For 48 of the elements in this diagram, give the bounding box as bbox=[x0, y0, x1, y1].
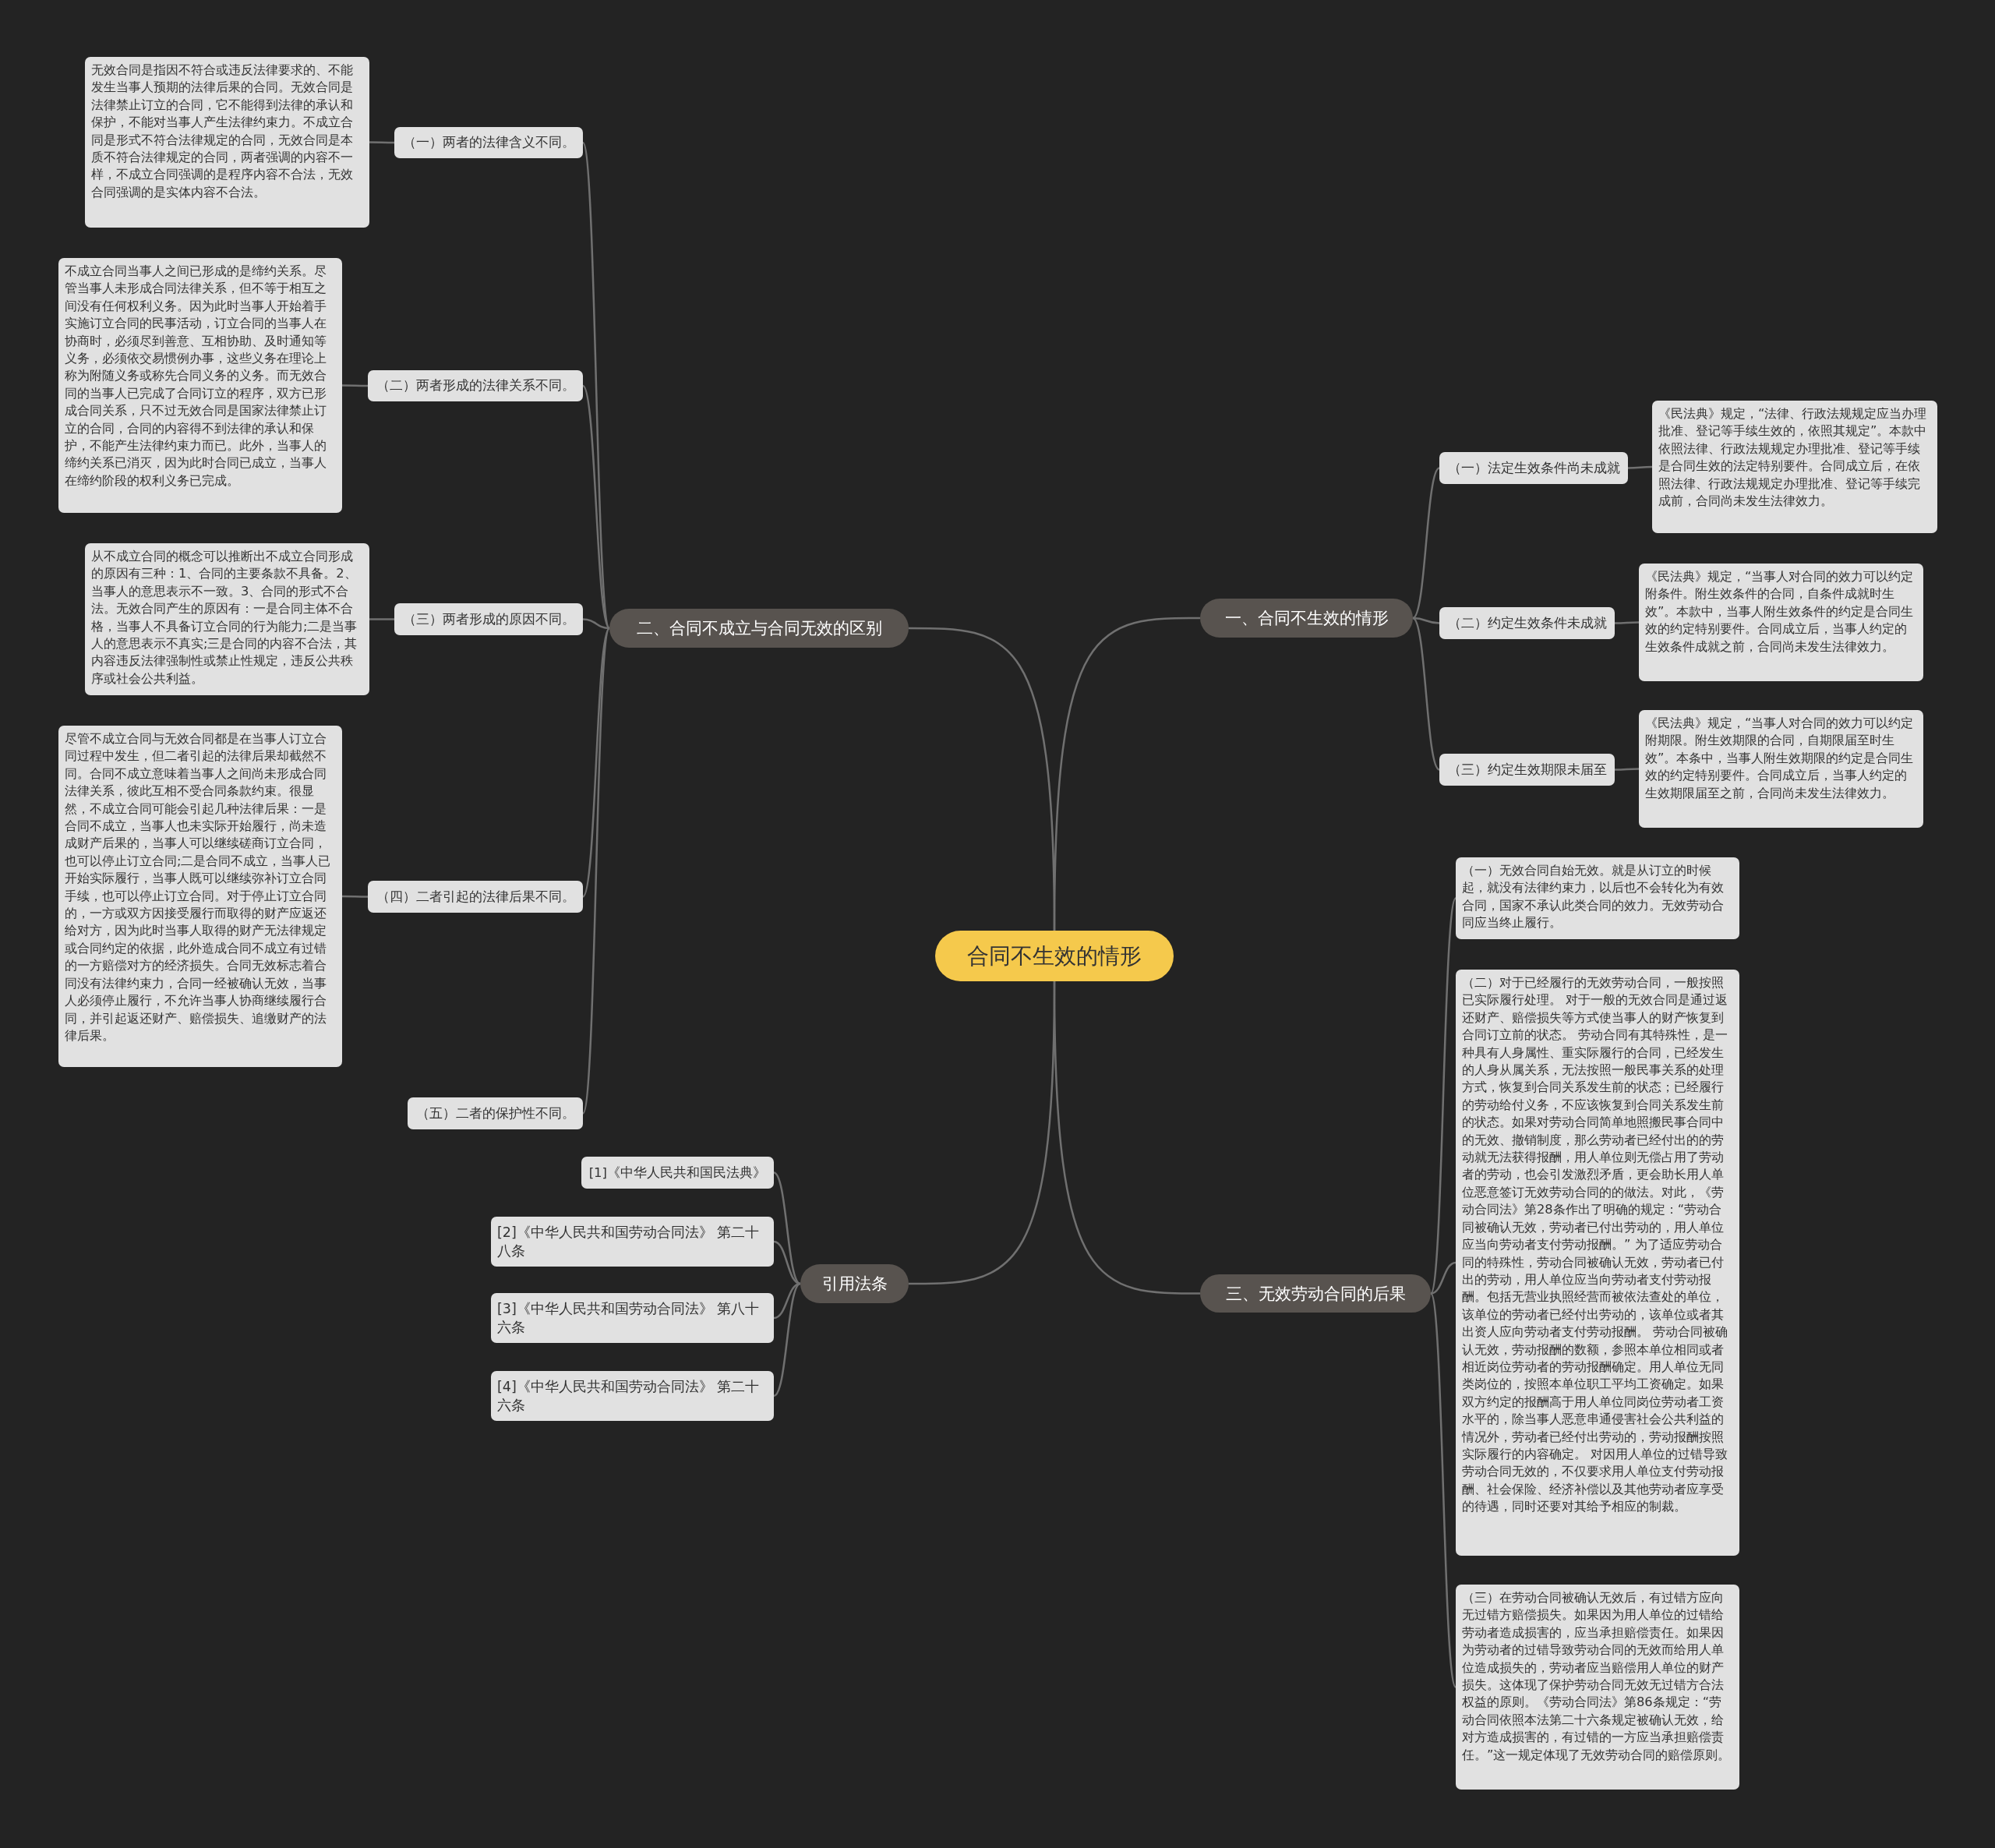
connector bbox=[773, 1240, 801, 1285]
note-box: 不成立合同当事人之间已形成的是缔约关系。尽管当事人未形成合同法律关系，但不等于相互之间没有任何权利义务。因为此时当事人开始着手实施订立合同的民事活动，订立合同的当事人在协商时，必须尽到善意、互相协助、及时通知等义务，必须依交易惯例办事，这些义务在理论上称为附随义务或称先合同义务的义务。而无效合同的当事人已完成了合同订立的程序，双方已形成合同关系，只不过无效合同是国家法律禁止订立的合同，合同的内容得不到法律的承认和保护，不能产生法律约束力而已。此外，当事人的缔约关系已消灭，因为此时合同已成立，当事人在缔约阶段的权利义务已完成。 bbox=[58, 258, 342, 513]
note-box: （一）无效合同自始无效。就是从订立的时候起，就没有法律约束力，以后也不会转化为有效合同，国家不承认此类合同的效力。无效劳动合同应当终止履行。 bbox=[1456, 857, 1739, 939]
note-box: （二）对于已经履行的无效劳动合同，一般按照已实际履行处理。 对于一般的无效合同是通过返还财产、赔偿损失等方式使当事人的财产恢复到合同订立前的状态。 劳动合同有其特殊性，是一种具有人身属性、重实际履行的合同，已经发生的人身从属关系，无法按照一般民事关系的处理方式，恢复到合同关系发生前的状态；已经履行的劳动给付义务，不应该恢复到合同关系发生前的状态。如果对劳动合同简单地照搬民事合同中的无效、撤销制度，那么劳动者已经付出的的劳动就无法获得报酬，用人单位则无偿占用了劳动者的劳动，也会引发激烈矛盾，更会助长用人单位恶意签订无效劳动合同的的做法。对此，《劳动合同法》第28条作出了明确的规定：“劳动合同被确认无效，劳动者已付出劳动的，用人单位应当向劳动者支付劳动报酬。” 为了适应劳动合同的特殊性，劳动合同被确认无效，劳动者已付出的劳动，用人单位应当向劳动者支付劳动报酬。包括无营业执照经营而被依法查处的单位，该单位的劳动者已经付出劳动的，该单位或者其出资人应向劳动者支付劳动报酬。 劳动合同被确认无效，劳动报酬的数额，参照本单位相同或者相近岗位劳动者的劳动报酬确定。用人单位无同类岗位的，按照本单位职工平均工资确定。如果双方约定的报酬高于用人单位同岗位劳动者工资水平的，除当事人恶意串通侵害社会公共利益的情况外，劳动者已经付出劳动的，劳动报酬按照实际履行的内容确定。 对因用人单位的过错导致劳动合同无效的，不仅要求用人单位支付劳动报酬、社会保险、经济补偿以及其他劳动者应享受的待遇，同时还要对其给予相应的制裁。 bbox=[1456, 970, 1739, 1556]
note-box: 无效合同是指因不符合或违反法律要求的、不能发生当事人预期的法律后果的合同。无效合同是法律禁止订立的合同，它不能得到法律的承认和保护，不能对当事人产生法律约束力。不成立合同是形式不符合法律规定的合同，无效合同是本质不符合法律规定的合同，两者强调的内容不一样，不成立合同强调的是程序内容不合法，无效合同强调的是实体内容不合法。 bbox=[85, 57, 369, 228]
reference-box: [2]《中华人民共和国劳动合同法》 第二十八条 bbox=[491, 1217, 774, 1267]
subtopic-box: （二）两者形成的法律关系不同。 bbox=[368, 370, 583, 401]
subtopic-box: （一）两者的法律含义不同。 bbox=[394, 127, 583, 158]
connector bbox=[581, 627, 611, 1114]
branch-topic: 一、合同不生效的情形 bbox=[1200, 599, 1413, 638]
reference-box: [1]《中华人民共和国民法典》 bbox=[581, 1157, 774, 1189]
connector bbox=[1615, 768, 1639, 771]
reference-box: [3]《中华人民共和国劳动合同法》 第八十六条 bbox=[491, 1293, 774, 1343]
subtopic-box: （三）两者形成的原因不同。 bbox=[394, 603, 583, 635]
connector bbox=[1430, 1261, 1457, 1295]
note-box: （三）在劳动合同被确认无效后，有过错方应向无过错方赔偿损失。如果因为用人单位的过错给劳动者造成损害的，应当承担赔偿责任。如果因为劳动者的过错导致劳动合同的无效而给用人单位造成损失的，劳动者应当赔偿用人单位的财产损失。这体现了保护劳动合同无效无过错方合法权益的原则。《劳动合同法》第86条规定：“劳动合同依照本法第二十六条规定被确认无效，给对方造成损害的，有过错的一方应当承担赔偿责任。”这一规定体现了无效劳动合同的赔偿原则。 bbox=[1456, 1585, 1739, 1790]
connector bbox=[582, 618, 610, 630]
subtopic-box: （三）约定生效期限未届至 bbox=[1439, 754, 1615, 786]
connector bbox=[1412, 617, 1440, 771]
connector bbox=[1412, 467, 1440, 619]
note-box: 尽管不成立合同与无效合同都是在当事人订立合同过程中发生，但二者引起的法律后果却截然不同。合同不成立意味着当事人之间尚未形成合同法律关系，彼此互相不受合同条款约束。很显然，不成立合同可能会引起几种法律后果：一是合同不成立，当事人也未实际开始履行，尚未造成财产后果的，当事人可以继续磋商订立合同，也可以停止订立合同;二是合同不成立，当事人已开始实际履行，当事人既可以继续弥补订立合同手续，也可以停止订立合同。对于停止订立合同的，一方或双方因接受履行而取得的财产应返还给对方，因为此时当事人取得的财产无法律规定或合同约定的依据，此外造成合同不成立有过错的一方赔偿对方的经济损失。合同无效标志着合同没有法律约束力，合同一经被确认无效，当事人必须停止履行，不允许当事人协商继续履行合同，并引起返还财产、赔偿损失、追缴财产的法律后果。 bbox=[58, 726, 342, 1067]
connector bbox=[773, 1171, 801, 1284]
connector bbox=[909, 627, 1056, 931]
note-box: 《民法典》规定，“当事人对合同的效力可以约定附期限。附生效期限的合同，自期限届至时生效”。本条中，当事人附生效期限的约定是合同生效的约定特别要件。合同成立后，当事人约定的生效期限届至之前，合同尚未发生法律效力。 bbox=[1639, 710, 1923, 828]
connector bbox=[773, 1282, 801, 1320]
reference-box: [4]《中华人民共和国劳动合同法》 第二十六条 bbox=[491, 1371, 774, 1421]
connector bbox=[369, 141, 394, 144]
subtopic-box: （四）二者引起的法律后果不同。 bbox=[368, 881, 583, 913]
connector bbox=[1412, 617, 1440, 624]
branch-topic: 引用法条 bbox=[800, 1264, 909, 1303]
connector bbox=[1429, 898, 1457, 1294]
connector bbox=[1429, 1293, 1457, 1687]
connector bbox=[909, 981, 1056, 1285]
connector bbox=[1628, 465, 1652, 469]
subtopic-box: （二）约定生效条件未成就 bbox=[1439, 607, 1615, 639]
note-box: 从不成立合同的概念可以推断出不成立合同形成的原因有三种：1、合同的主要条款不具备。2、当事人的意思表示不一致。3、合同的形式不合法。无效合同产生的原因有：一是合同主体不合格，当事人不具备订立合同的行为能力;二是当事人的意思表示不真实;三是合同的内容不合法，其内容违反法律强制性或禁止性规定，违反公共秩序或社会公共利益。 bbox=[85, 543, 369, 695]
connector bbox=[369, 618, 394, 620]
connector bbox=[342, 895, 368, 898]
connector bbox=[342, 384, 368, 387]
subtopic-box: （一）法定生效条件尚未成就 bbox=[1439, 452, 1628, 484]
branch-topic: 二、合同不成立与合同无效的区别 bbox=[609, 609, 909, 648]
central-topic: 合同不生效的情形 bbox=[935, 931, 1174, 981]
subtopic-box: （五）二者的保护性不同。 bbox=[408, 1097, 583, 1129]
branch-topic: 三、无效劳动合同的后果 bbox=[1200, 1274, 1431, 1313]
connector bbox=[1615, 621, 1639, 624]
note-box: 《民法典》规定，“法律、行政法规规定应当办理批准、登记等手续生效的，依照其规定”。本款中依照法律、行政法规规定办理批准、登记等手续是合同生效的法定特别要件。合同成立后，在依照法律、行政法规规定办理批准、登记等手续完成前，合同尚未发生法律效力。 bbox=[1652, 401, 1937, 533]
connector bbox=[773, 1283, 801, 1397]
note-box: 《民法典》规定，“当事人对合同的效力可以约定附条件。附生效条件的合同，自条件成就时生效”。本款中，当事人附生效条件的约定是合同生效的约定特别要件。合同成立后，当事人约定的生效条件成就之前，合同尚未发生法律效力。 bbox=[1639, 564, 1923, 681]
